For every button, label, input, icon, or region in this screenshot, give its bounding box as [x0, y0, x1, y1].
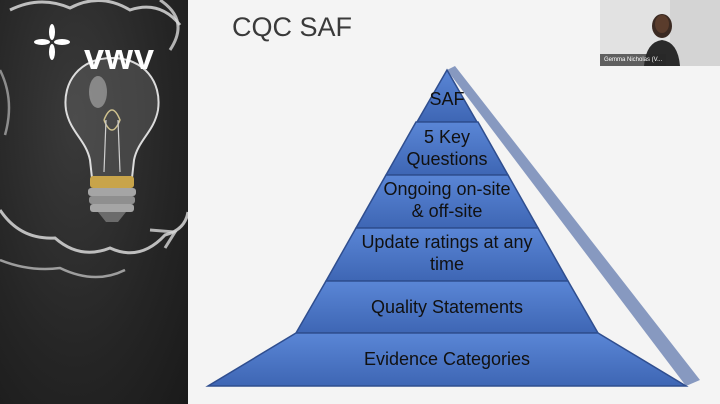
tier-label-quality-statements: Quality Statements	[370, 297, 524, 317]
webcam-tile[interactable]: Gemma Nicholas (V...	[600, 0, 720, 66]
tier-label-evidence-categories: Evidence Categories	[363, 349, 531, 369]
tier-label-update-ratings: Update ratings at any time	[361, 232, 533, 274]
vwv-logo-text: vwv	[84, 36, 156, 77]
tier-label-saf: SAF	[429, 89, 465, 109]
slide-title: CQC SAF	[232, 12, 353, 42]
chalkboard-panel: vwv	[0, 0, 188, 404]
chalk-doodles	[0, 0, 188, 279]
lightbulb-icon	[64, 56, 160, 222]
vwv-logo-icon	[34, 24, 70, 60]
tier-label-ongoing: Ongoing on-site & off-site	[383, 179, 511, 221]
tier-label-key-questions: 5 Key Questions	[406, 127, 488, 169]
participant-name-label: Gemma Nicholas (V...	[600, 54, 667, 66]
